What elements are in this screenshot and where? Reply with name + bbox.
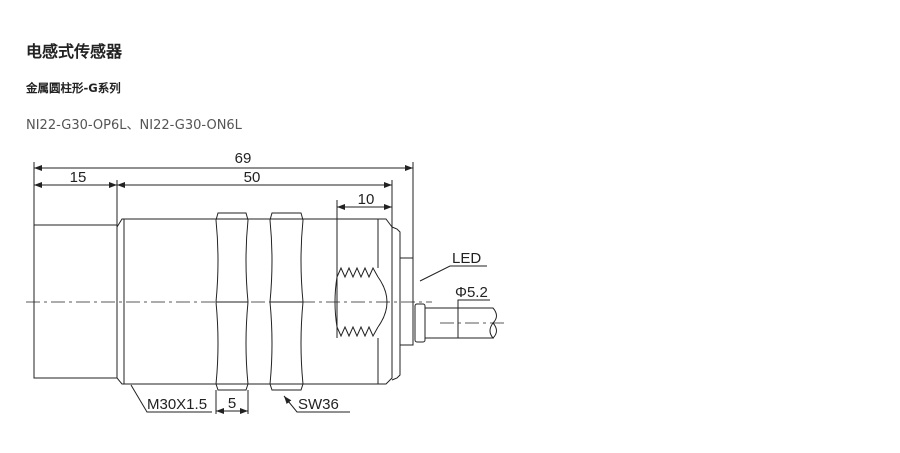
label-nut-width: 5 [228, 395, 236, 412]
sensor-head [33, 224, 118, 379]
cable-gland [414, 303, 426, 343]
nut-2 [269, 212, 304, 391]
threaded-body [116, 218, 393, 385]
dimension-lines [33, 162, 414, 338]
series-subtitle: 金属圆柱形-G系列 [26, 81, 121, 95]
nut-1 [215, 212, 249, 391]
page-title: 电感式传感器 [26, 42, 123, 61]
label-cable-diameter: Φ5.2 [455, 284, 488, 301]
thread-leader [130, 384, 212, 413]
wrench-leader [283, 395, 350, 413]
cable-dim-leader [457, 299, 490, 338]
dim-head: 15 [70, 169, 87, 186]
dim-total: 69 [235, 150, 252, 167]
dim-body: 50 [244, 169, 261, 186]
label-led: LED [452, 250, 481, 267]
rear-flange [391, 226, 401, 381]
thread-lower [336, 325, 379, 338]
led-ring [399, 257, 414, 346]
label-thread: M30X1.5 [147, 396, 207, 413]
led-leader [419, 265, 487, 282]
model-numbers: NI22-G30-OP6L、NI22-G30-ON6L [26, 118, 242, 133]
dim-thread: 10 [358, 191, 375, 208]
thread-upper [336, 266, 379, 279]
sensor-body [33, 212, 497, 391]
label-wrench-size: SW36 [298, 396, 339, 413]
